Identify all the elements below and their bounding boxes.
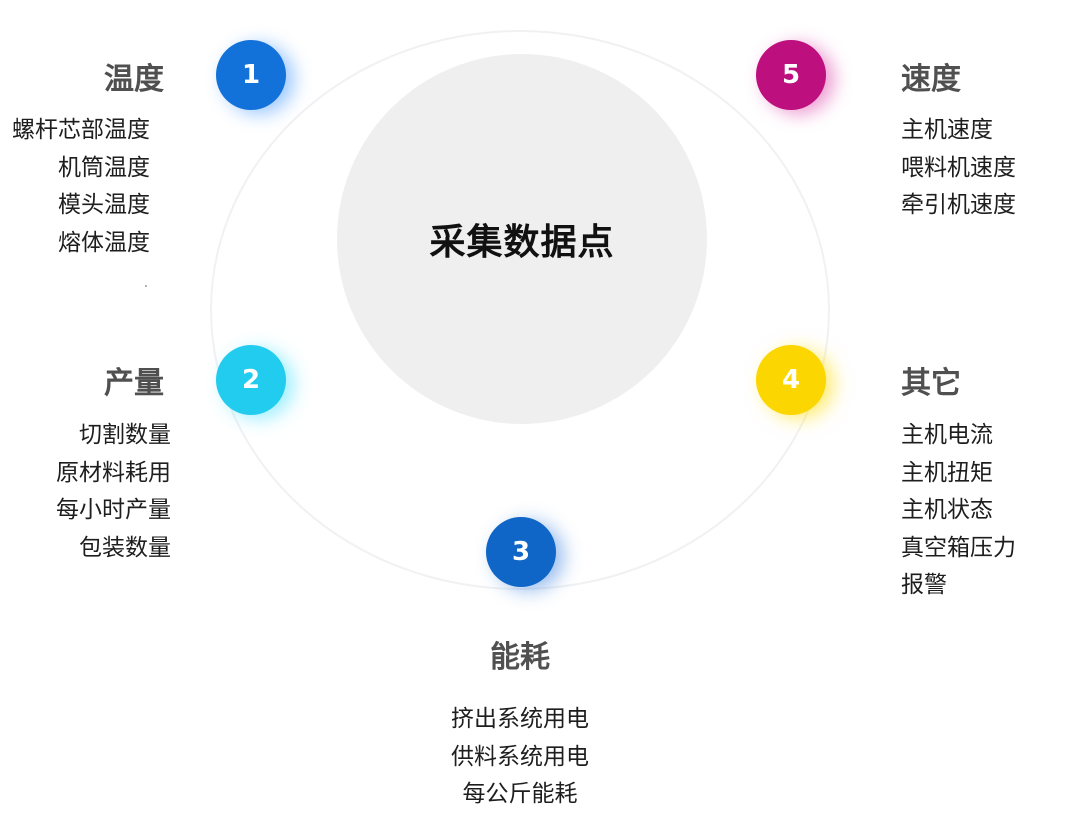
list-item: 主机电流 <box>901 422 993 448</box>
output-list: 切割数量 原材料耗用 每小时产量 包装数量 <box>0 417 171 567</box>
node-2-number: 2 <box>241 365 261 395</box>
list-item: 报警 <box>901 572 947 598</box>
node-1-badge: 1 <box>216 40 286 110</box>
speed-title: 速度 <box>901 62 961 97</box>
temperature-list: 螺杆芯部温度 机筒温度 模头温度 熔体温度 <box>0 112 150 262</box>
speed-list: 主机速度 喂料机速度 牵引机速度 <box>901 112 1016 225</box>
node-5-number: 5 <box>781 60 801 90</box>
list-item: 熔体温度 <box>58 229 150 256</box>
list-item: 每小时产量 <box>56 497 171 523</box>
list-item: 挤出系统用电 <box>451 706 589 732</box>
list-item: 切割数量 <box>79 422 171 448</box>
list-item: 真空箱压力 <box>901 534 1016 561</box>
node-1-number: 1 <box>241 60 261 90</box>
center-title: 采集数据点 <box>429 222 615 263</box>
list-item: 主机速度 <box>901 117 993 143</box>
other-list: 主机电流 主机扭矩 主机状态 真空箱压力 报警 <box>901 417 1016 605</box>
node-3-number: 3 <box>511 537 531 567</box>
list-item: 螺杆芯部温度 <box>12 117 150 143</box>
output-title: 产量 <box>104 366 164 401</box>
connector-ring <box>210 30 830 590</box>
center-hub: 采集数据点 <box>337 54 707 424</box>
list-item: 主机扭矩 <box>901 459 993 486</box>
list-item: 主机状态 <box>901 497 993 523</box>
energy-title: 能耗 <box>490 640 550 675</box>
list-item: 包装数量 <box>79 534 171 561</box>
list-item: 每公斤能耗 <box>462 781 578 807</box>
list-item: 喂料机速度 <box>901 154 1016 181</box>
node-4-badge: 4 <box>756 345 826 415</box>
temperature-title: 温度 <box>104 62 164 97</box>
stray-dot <box>145 285 147 287</box>
list-item: 供料系统用电 <box>451 743 589 770</box>
node-2-badge: 2 <box>216 345 286 415</box>
node-4-number: 4 <box>781 365 801 395</box>
list-item: 牵引机速度 <box>901 192 1016 218</box>
node-5-badge: 5 <box>756 40 826 110</box>
list-item: 模头温度 <box>58 192 150 218</box>
node-3-badge: 3 <box>486 517 556 587</box>
other-title: 其它 <box>901 366 961 401</box>
energy-list: 挤出系统用电 供料系统用电 每公斤能耗 <box>420 701 620 814</box>
list-item: 机筒温度 <box>58 154 150 181</box>
list-item: 原材料耗用 <box>56 459 171 486</box>
